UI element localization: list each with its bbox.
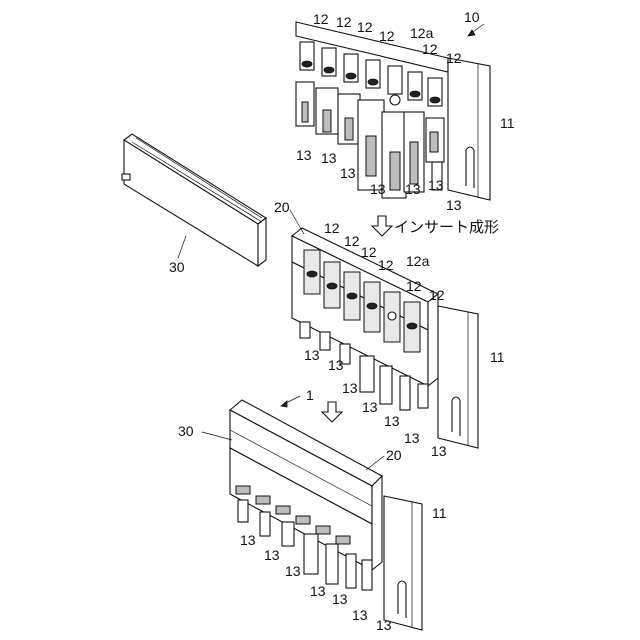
label-ref-12-e: 12 <box>422 41 438 57</box>
label-ref-13-m3: 13 <box>342 380 358 396</box>
label-ref-12a-mid: 12a <box>406 253 430 269</box>
label-ref-13-e: 13 <box>405 181 421 197</box>
label-ref-12-m6: 12 <box>429 287 445 303</box>
cover-part <box>122 134 266 266</box>
label-insert-molding: インサート成形 <box>394 218 499 236</box>
label-ref-20-bottom: 20 <box>386 447 402 463</box>
side-plate-bottom <box>384 496 422 630</box>
label-ref-11-mid: 11 <box>490 349 505 365</box>
label-ref-13-a: 13 <box>296 147 312 163</box>
arrow-ref-1 <box>281 401 287 407</box>
label-ref-13-g: 13 <box>446 197 462 213</box>
process-arrow-assembly <box>322 402 342 422</box>
side-plate-mid <box>438 306 478 448</box>
label-ref-13-b5: 13 <box>332 591 348 607</box>
label-ref-12-c: 12 <box>357 19 373 35</box>
label-ref-13-c: 13 <box>340 165 356 181</box>
side-plate-top <box>448 58 490 200</box>
label-ref-13-b2: 13 <box>264 547 280 563</box>
label-ref-13-m4: 13 <box>362 399 378 415</box>
label-ref-12-m5: 12 <box>406 278 422 294</box>
label-ref-12a-top: 12a <box>410 25 434 41</box>
label-ref-12-m3: 12 <box>361 244 377 260</box>
finished-connector <box>230 400 422 630</box>
label-ref-13-m6: 13 <box>404 430 420 446</box>
label-ref-12-f: 12 <box>446 50 462 66</box>
label-ref-10: 10 <box>464 9 480 25</box>
label-ref-30-bottom: 30 <box>178 423 194 439</box>
label-ref-12-m2: 12 <box>344 233 360 249</box>
label-ref-13-m2: 13 <box>328 357 344 373</box>
label-ref-13-m1: 13 <box>304 347 320 363</box>
cover-end-face <box>258 218 266 266</box>
label-ref-13-m7: 13 <box>431 443 447 459</box>
label-ref-12-d: 12 <box>379 28 395 44</box>
label-ref-1: 1 <box>306 387 314 403</box>
label-ref-13-b4: 13 <box>310 583 326 599</box>
label-ref-12-m1: 12 <box>324 220 340 236</box>
label-ref-13-b1: 13 <box>240 532 256 548</box>
label-ref-13-d: 13 <box>370 181 386 197</box>
label-ref-30-left: 30 <box>169 259 185 275</box>
label-ref-20-mid: 20 <box>274 199 290 215</box>
label-ref-11-bottom: 11 <box>432 505 447 521</box>
label-ref-13-b6: 13 <box>352 607 368 623</box>
label-ref-12-a: 12 <box>313 11 329 27</box>
label-ref-13-b7: 13 <box>376 617 392 633</box>
label-ref-12-m4: 12 <box>378 257 394 273</box>
label-ref-13-m5: 13 <box>384 413 400 429</box>
label-ref-11-top: 11 <box>500 115 515 131</box>
label-ref-13-b: 13 <box>321 150 337 166</box>
lead-frame-assembly <box>296 22 490 200</box>
process-arrow-insert-molding <box>372 216 392 236</box>
label-ref-12-b: 12 <box>336 14 352 30</box>
label-ref-13-f: 13 <box>428 177 444 193</box>
label-ref-13-b3: 13 <box>285 563 301 579</box>
